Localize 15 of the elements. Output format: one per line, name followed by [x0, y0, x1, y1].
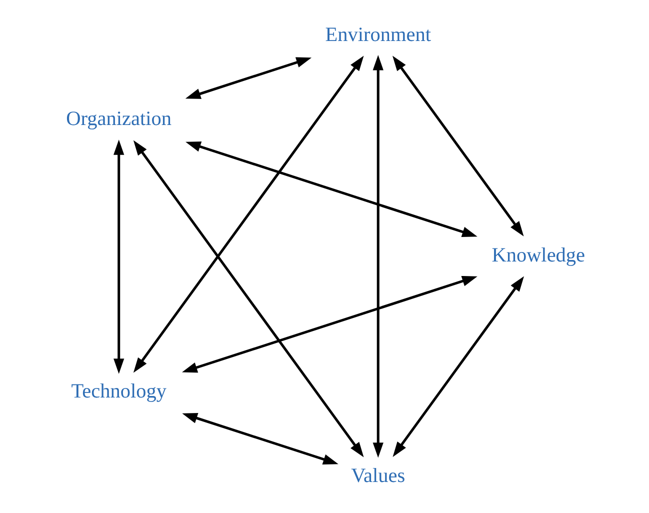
- node-text: Environment: [325, 24, 431, 46]
- arrow: [114, 140, 124, 374]
- node-text: Knowledge: [492, 244, 586, 266]
- arrow: [372, 54, 384, 458]
- arrow: [392, 56, 524, 236]
- arrow: [182, 276, 478, 373]
- arrow: [182, 413, 338, 464]
- node-text: Values: [351, 464, 406, 487]
- arrow: [392, 276, 524, 457]
- node-text: Technology: [71, 380, 167, 403]
- arrow: [186, 142, 478, 238]
- arrow: [185, 57, 312, 99]
- arrow: [133, 140, 364, 458]
- node-text: Organization: [66, 108, 172, 130]
- arrow: [133, 56, 364, 373]
